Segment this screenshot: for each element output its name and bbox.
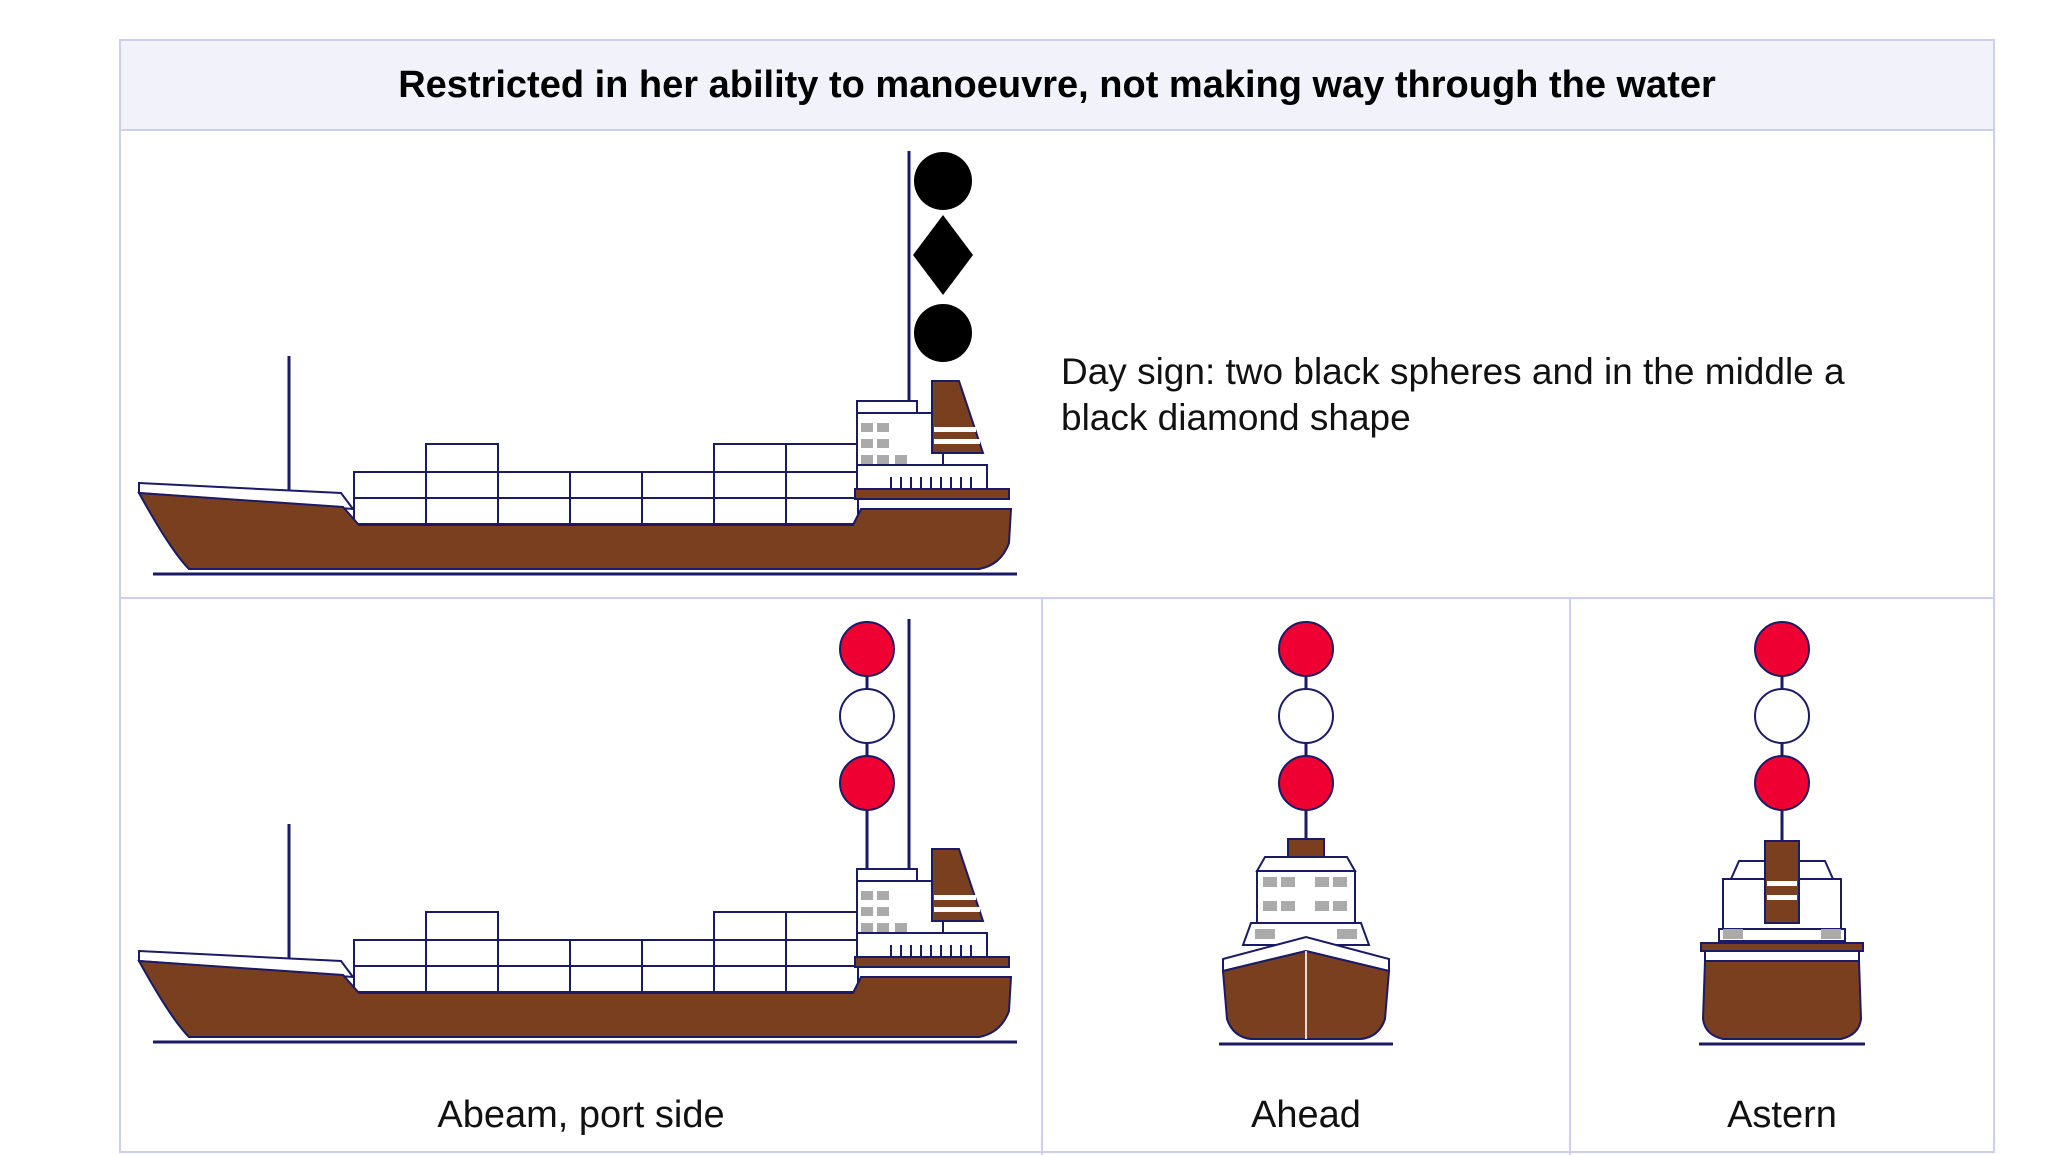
view-abeam-cell: Abeam, port side bbox=[121, 599, 1043, 1155]
red-light-top bbox=[1279, 622, 1333, 676]
black-diamond bbox=[913, 215, 973, 295]
header-title: Restricted in her ability to manoeuvre, … bbox=[398, 64, 1716, 107]
day-sign-description: Day sign: two black spheres and in the m… bbox=[1061, 349, 1941, 441]
white-light-middle bbox=[1755, 689, 1809, 743]
red-light-top bbox=[840, 622, 894, 676]
red-light-bottom bbox=[1755, 756, 1809, 810]
day-sign-row: Day sign: two black spheres and in the m… bbox=[121, 131, 1993, 599]
black-sphere-top bbox=[914, 152, 972, 210]
ship-abeam-illustration bbox=[121, 599, 1021, 1059]
hull bbox=[1703, 961, 1861, 1039]
black-sphere-bottom bbox=[914, 304, 972, 362]
signal-table: Restricted in her ability to manoeuvre, … bbox=[119, 39, 1995, 1153]
ship-day-sign-illustration bbox=[121, 131, 1021, 597]
view-ahead-cell: Ahead bbox=[1043, 599, 1571, 1155]
ship-ahead-illustration bbox=[1043, 599, 1569, 1059]
red-light-top bbox=[1755, 622, 1809, 676]
table-header: Restricted in her ability to manoeuvre, … bbox=[121, 41, 1993, 131]
view-astern-cell: Astern bbox=[1571, 599, 1993, 1155]
caption-ahead: Ahead bbox=[1043, 1094, 1569, 1137]
white-light-middle bbox=[1279, 689, 1333, 743]
white-light-middle bbox=[840, 689, 894, 743]
red-light-bottom bbox=[840, 756, 894, 810]
ship-astern-illustration bbox=[1571, 599, 1993, 1059]
caption-astern: Astern bbox=[1571, 1094, 1993, 1137]
red-light-bottom bbox=[1279, 756, 1333, 810]
caption-abeam: Abeam, port side bbox=[121, 1094, 1041, 1137]
